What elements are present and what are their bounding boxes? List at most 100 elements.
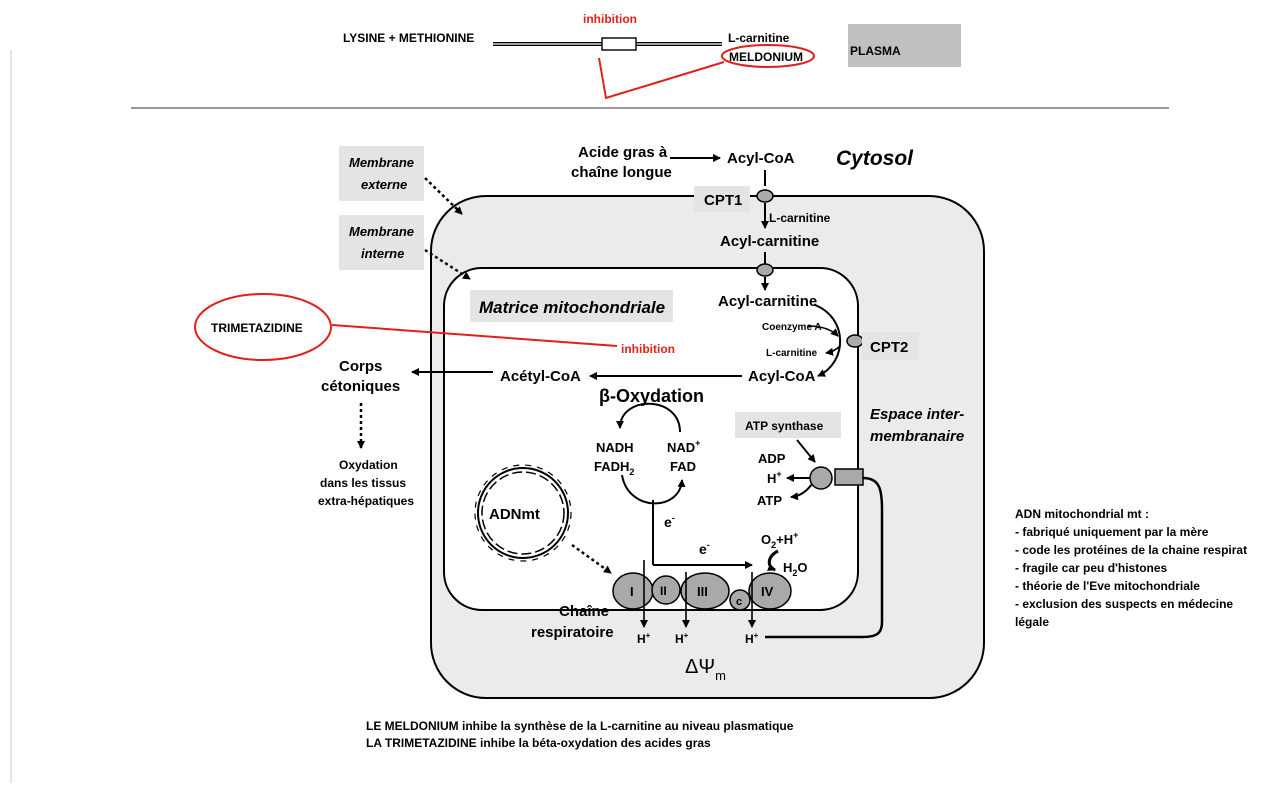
complex-iv	[748, 572, 792, 610]
lcarnitine-label-top: L-carnitine	[728, 31, 790, 45]
lcarnitine-cpt2: L-carnitine	[766, 348, 818, 359]
espace-label-1: Espace inter-	[870, 406, 964, 423]
plasma-box	[848, 24, 961, 67]
complex-iii-label: III	[697, 584, 708, 599]
substrates-label: LYSINE + METHIONINE	[343, 31, 474, 45]
inhibition-label-top: inhibition	[583, 12, 637, 26]
arrow-to-atp	[790, 483, 813, 501]
inner-transporter	[756, 263, 774, 277]
adp-label: ADP	[758, 451, 786, 466]
atp-synthase-arrow	[796, 439, 816, 463]
adn-note-line-1: - fabriqué uniquement par la mère	[1015, 525, 1209, 539]
matrice-box	[470, 290, 673, 322]
chaine-label-2: respiratoire	[531, 624, 614, 641]
nadh-label: NADH	[596, 440, 634, 455]
oxydation-label-1: Oxydation	[339, 458, 398, 472]
adn-note-line-3: - fragile car peu d'histones	[1015, 561, 1168, 575]
trimetazidine-annotation: TRIMETAZIDINE inhibition	[194, 293, 675, 361]
membrane-externe-label-1: Membrane	[349, 155, 414, 170]
atp-synthase-stalk	[834, 468, 864, 486]
acetyl-coa-label: Acétyl-CoA	[500, 368, 581, 385]
complex-iii	[680, 572, 730, 610]
meldonium-label: MELDONIUM	[729, 50, 803, 64]
arrow-membrane-interne	[424, 248, 471, 281]
h-plus-synthase: H+	[767, 469, 782, 486]
proton-return-loop	[765, 476, 884, 639]
complex-ii	[651, 575, 681, 605]
coenzyme-a-label: Coenzyme A	[762, 322, 822, 333]
cpt2-transporter	[846, 334, 864, 348]
adn-note-line-5: - exclusion des suspects en médecine	[1015, 597, 1233, 611]
footer-line-2: LA TRIMETAZIDINE inhibe la béta-oxydatio…	[366, 736, 711, 750]
h2o-label: H2O	[783, 560, 808, 578]
adn-note-line-4: - théorie de l'Eve mitochondriale	[1015, 579, 1200, 593]
lcarnitine-cpt1: L-carnitine	[769, 211, 831, 225]
fadh-label: FADH2	[594, 459, 634, 477]
acyl-carnitine-ims: Acyl-carnitine	[720, 233, 819, 250]
cytosol-label: Cytosol	[836, 147, 914, 170]
footer-line-1: LE MELDONIUM inhibe la synthèse de la L-…	[366, 719, 794, 733]
adnmt-label: ADNmt	[489, 506, 540, 523]
electron-label-1: e-	[664, 513, 675, 530]
cpt2-box	[862, 332, 919, 360]
acyl-carnitine-matrix: Acyl-carnitine	[718, 293, 817, 310]
lcarnitine-out-arrow	[825, 345, 841, 356]
chaine-label-1: Chaîne	[559, 603, 609, 620]
membrane-externe-label-2: externe	[361, 177, 407, 192]
adn-note-line-2: - code les protéines de la chaine respir…	[1015, 543, 1247, 557]
atp-synthase-label: ATP synthase	[745, 419, 824, 433]
complex-iv-label: IV	[761, 584, 774, 599]
membrane-interne-label-1: Membrane	[349, 224, 414, 239]
membrane-externe-box	[339, 146, 424, 201]
trimetazidine-label: TRIMETAZIDINE	[211, 321, 303, 335]
adn-note-line-6: légale	[1015, 615, 1049, 629]
membrane-interne-label-2: interne	[361, 246, 404, 261]
o2h-label: O2+H+	[761, 530, 798, 550]
corps-label-1: Corps	[339, 358, 382, 375]
adn-note: ADN mitochondrial mt : - fabriqué unique…	[1015, 507, 1247, 629]
cpt2-label: CPT2	[870, 339, 908, 356]
beta-cycle-top	[616, 402, 681, 433]
meldonium-highlight	[721, 44, 815, 68]
delta-psi-label: ΔΨm	[685, 656, 726, 683]
complex-i-label: I	[630, 584, 634, 599]
espace-label-2: membranaire	[870, 428, 964, 445]
acyl-coa-cytosol: Acyl-CoA	[727, 150, 795, 167]
atp-label: ATP	[757, 493, 782, 508]
cpt2-curve	[814, 304, 842, 377]
oxydation-label-3: extra-hépatiques	[318, 494, 414, 508]
atp-synthase-head	[809, 466, 833, 490]
meldonium-inhibition-line	[598, 57, 725, 100]
coenzyme-a-arrow	[807, 325, 839, 337]
atp-synthase-box	[735, 412, 841, 438]
h-plus-iii: H+	[675, 631, 689, 646]
oxydation-label-2: dans les tissus	[320, 476, 406, 490]
h-plus-i: H+	[637, 631, 651, 646]
cpt1-label: CPT1	[704, 192, 742, 209]
adn-note-title: ADN mitochondrial mt :	[1015, 507, 1149, 521]
h-plus-iv: H+	[745, 631, 759, 646]
corps-label-2: cétoniques	[321, 378, 400, 395]
complex-c	[729, 589, 751, 611]
top-section: LYSINE + METHIONINE inhibition L-carniti…	[131, 12, 1169, 109]
trimetazidine-highlight	[194, 293, 332, 361]
cpt1-transporter	[756, 189, 774, 203]
inner-membrane	[443, 267, 859, 611]
acide-gras-label-2: chaîne longue	[571, 164, 672, 181]
o2-to-h2o-arrow	[766, 549, 779, 572]
complex-ii-label: II	[660, 584, 667, 598]
complex-c-label: c	[736, 596, 742, 608]
membrane-interne-box	[339, 215, 424, 270]
trimetazidine-inhibition-line	[331, 324, 618, 347]
acide-gras-label-1: Acide gras à	[578, 144, 668, 161]
footer-notes: LE MELDONIUM inhibe la synthèse de la L-…	[366, 719, 794, 750]
matrice-label: Matrice mitochondriale	[479, 298, 665, 317]
pathway-block	[601, 37, 637, 51]
arrow-membrane-externe	[424, 177, 463, 215]
arrow-adnmt-chain	[571, 543, 612, 575]
plasma-label: PLASMA	[850, 44, 901, 58]
electron-label-2: e-	[699, 540, 710, 557]
mitochondria-diagram: Membrane externe Membrane interne Acide …	[318, 144, 985, 699]
adnmt-plasmid	[474, 464, 572, 562]
